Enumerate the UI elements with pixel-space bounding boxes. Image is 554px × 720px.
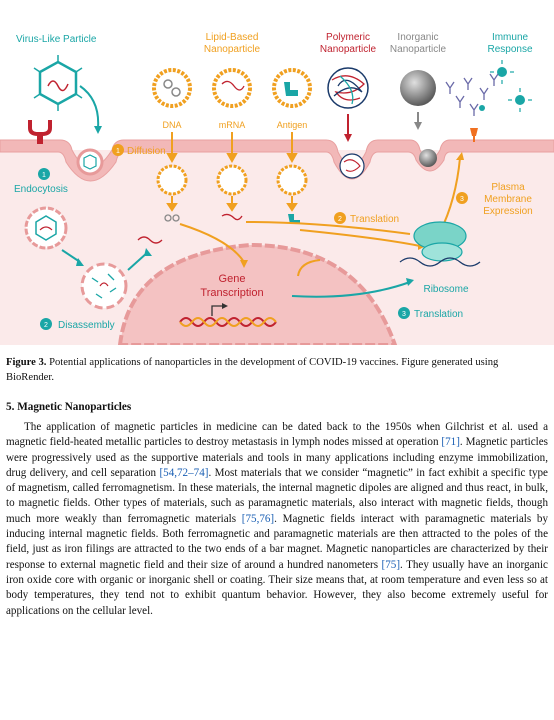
step-disassembly-badge <box>40 318 52 330</box>
plasma-label-line1: Plasma <box>491 182 525 193</box>
membrane-antigen-icon <box>470 128 478 136</box>
receptor-icon <box>28 120 52 136</box>
plasma-label-line2: Membrane <box>484 194 532 205</box>
immune-label-line1: Immune <box>492 32 529 43</box>
mrna-label: mRNA <box>219 120 246 130</box>
translation-upper-label: Translation <box>350 214 399 225</box>
citation-link[interactable]: [75,76] <box>241 512 275 525</box>
step-translation-upper-badge <box>334 212 346 224</box>
gene-label-line1: Gene <box>219 273 246 285</box>
figure-caption: Figure 3. Potential applications of nano… <box>6 355 548 385</box>
immune-label-line2: Response <box>487 44 532 55</box>
step-endocytosis-badge <box>38 168 50 180</box>
immune-cell-icon <box>479 67 525 111</box>
disassembly-vesicle-icon <box>80 262 128 310</box>
citation-link[interactable]: [75] <box>381 558 401 571</box>
step-diffusion-number: 1 <box>116 148 120 155</box>
ribosome-icon <box>413 221 467 262</box>
plasma-membrane <box>0 139 554 182</box>
body-sentence-1: The application of magnetic particles in… <box>6 421 548 449</box>
citation-link[interactable]: [54,72–74] <box>159 466 209 479</box>
figure-3: 1 Endocytosis 2 Disassembly Lipid-Based … <box>0 0 554 345</box>
body-sentence-3: . Most materials that we consider “magne… <box>6 466 548 525</box>
lipid-label-line1: Lipid-Based <box>206 32 259 43</box>
endocytosis-label: Endocytosis <box>14 184 68 195</box>
inorganic-nanoparticle-icon <box>400 70 436 106</box>
dna-label: DNA <box>162 120 181 130</box>
lipid-nanoparticle-antigen-icon <box>272 68 312 108</box>
vlp-label: Virus-Like Particle <box>16 34 97 45</box>
body-paragraph: The application of magnetic particles in… <box>6 420 548 619</box>
disassembly-label: Disassembly <box>58 320 115 331</box>
body-sentence-2: . Magnetic particles were progressively … <box>6 436 548 479</box>
polymeric-nanoparticle-icon <box>327 67 369 109</box>
caption-label: Figure 3. <box>6 357 47 368</box>
body-sentence-4: . Magnetic fields interact with paramagn… <box>6 512 548 571</box>
step-plasma-number: 3 <box>460 196 464 203</box>
step-diffusion-badge <box>112 144 124 156</box>
step-plasma-badge <box>456 192 468 204</box>
polymeric-label-line2: Nanoparticle <box>320 44 377 55</box>
lipid-nanoparticle-dna-icon <box>152 68 192 108</box>
inorganic-label-line2: Nanoparticle <box>390 44 447 55</box>
plasma-label-line3: Expression <box>483 206 532 217</box>
step-translation-upper-number: 2 <box>338 216 342 223</box>
polymeric-label-line1: Polymeric <box>326 32 370 43</box>
antigen-label: Antigen <box>277 120 308 130</box>
lipid-label-line2: Nanoparticle <box>204 44 261 55</box>
section-heading: 5. Magnetic Nanoparticles <box>6 401 132 413</box>
caption-text: Potential applications of nanoparticles … <box>6 357 499 383</box>
translation-lower-label: Translation <box>414 309 463 320</box>
endosome-icon <box>24 206 68 250</box>
antibody-icons <box>445 73 499 116</box>
inorganic-label-line1: Inorganic <box>397 32 438 43</box>
citation-link[interactable]: [71] <box>441 436 460 449</box>
virus-like-particle-icon <box>38 60 78 106</box>
ribosome-label: Ribosome <box>423 284 468 295</box>
step-endocytosis-number: 1 <box>42 172 46 179</box>
lipid-nanoparticle-mrna-icon <box>212 68 252 108</box>
gene-label-line2: Transcription <box>200 287 263 299</box>
diffusion-label: Diffusion <box>127 146 166 157</box>
step-translation-lower-number: 3 <box>402 311 406 318</box>
step-disassembly-number: 2 <box>44 322 48 329</box>
step-translation-lower-badge <box>398 307 410 319</box>
body-sentence-5: . They usually have an inorganic iron ox… <box>6 558 548 617</box>
